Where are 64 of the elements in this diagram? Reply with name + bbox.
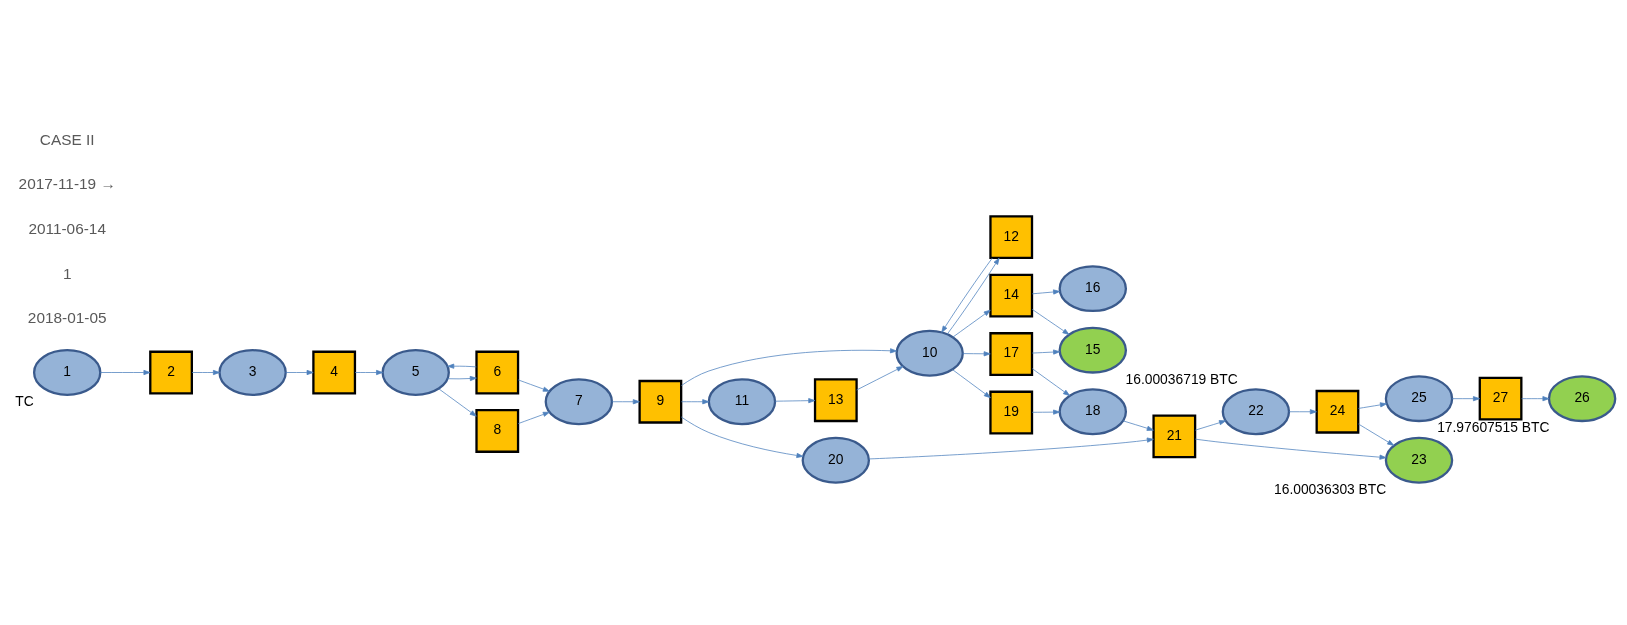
node-box: 12 <box>989 215 1034 260</box>
arrow <box>1358 423 1395 446</box>
node-ellipse: 1 <box>32 349 102 396</box>
arrow <box>941 257 993 333</box>
node-label: 16.00036719 BTC <box>1125 370 1238 387</box>
node-box: 27 <box>1478 376 1523 421</box>
node-ellipse: 5 <box>381 349 450 396</box>
node-ellipse: 25 <box>1384 375 1454 423</box>
arrow <box>438 388 477 417</box>
arrow <box>856 366 904 391</box>
arrow <box>952 369 991 399</box>
node-ellipse: 3 <box>218 349 287 396</box>
arrow <box>1521 396 1550 402</box>
arrow <box>447 363 477 369</box>
arrow <box>1288 409 1317 415</box>
label: 2011-06-14 <box>28 220 106 238</box>
arrow <box>1451 396 1480 402</box>
node-label: 16.00036303 BTC <box>1274 480 1387 497</box>
label: CASE II <box>39 130 95 148</box>
arrow <box>191 369 220 376</box>
arrow <box>774 398 816 404</box>
arrow <box>99 369 151 376</box>
arrow <box>868 437 1154 460</box>
arrow <box>611 399 640 405</box>
node-box: 24 <box>1315 389 1360 434</box>
node-label: TC <box>15 392 34 409</box>
node-ellipse: 26 <box>1547 375 1617 423</box>
arrow <box>1031 368 1070 396</box>
node-box: 19 <box>989 390 1034 435</box>
label: 2017-11-19 → <box>18 175 116 193</box>
node-box: 2 <box>149 350 193 395</box>
node-box: 4 <box>312 350 357 395</box>
node-box: 14 <box>989 273 1034 318</box>
node-box: 21 <box>1152 414 1197 459</box>
arrow <box>962 351 991 357</box>
node-ellipse: 16 <box>1058 265 1128 313</box>
arrow <box>946 257 1000 335</box>
arrow <box>680 416 804 458</box>
arrow <box>285 369 314 376</box>
node-box: 6 <box>475 350 520 395</box>
node-ellipse: 22 <box>1221 388 1291 436</box>
arrow <box>1031 409 1061 415</box>
arrow <box>1031 289 1061 295</box>
arrow <box>1031 308 1070 335</box>
arrow <box>1122 420 1154 431</box>
arrow <box>517 379 550 392</box>
label: 1 <box>62 264 72 282</box>
node-ellipse: 20 <box>801 436 871 484</box>
node-box: 9 <box>638 379 683 424</box>
label: 2018-01-05 <box>27 309 107 327</box>
node-box: 13 <box>813 378 858 423</box>
arrow <box>354 369 383 376</box>
arrow <box>447 376 477 382</box>
arrow <box>1031 349 1061 355</box>
node-box: 8 <box>475 409 520 453</box>
arrow <box>1194 438 1387 460</box>
node-ellipse: 11 <box>707 378 777 426</box>
arrow <box>1194 420 1226 431</box>
arrow <box>681 348 897 386</box>
arrow <box>517 411 550 424</box>
arrow <box>680 399 710 405</box>
arrow <box>1358 402 1387 409</box>
arrow <box>952 309 991 338</box>
node-box: 17 <box>989 332 1034 376</box>
